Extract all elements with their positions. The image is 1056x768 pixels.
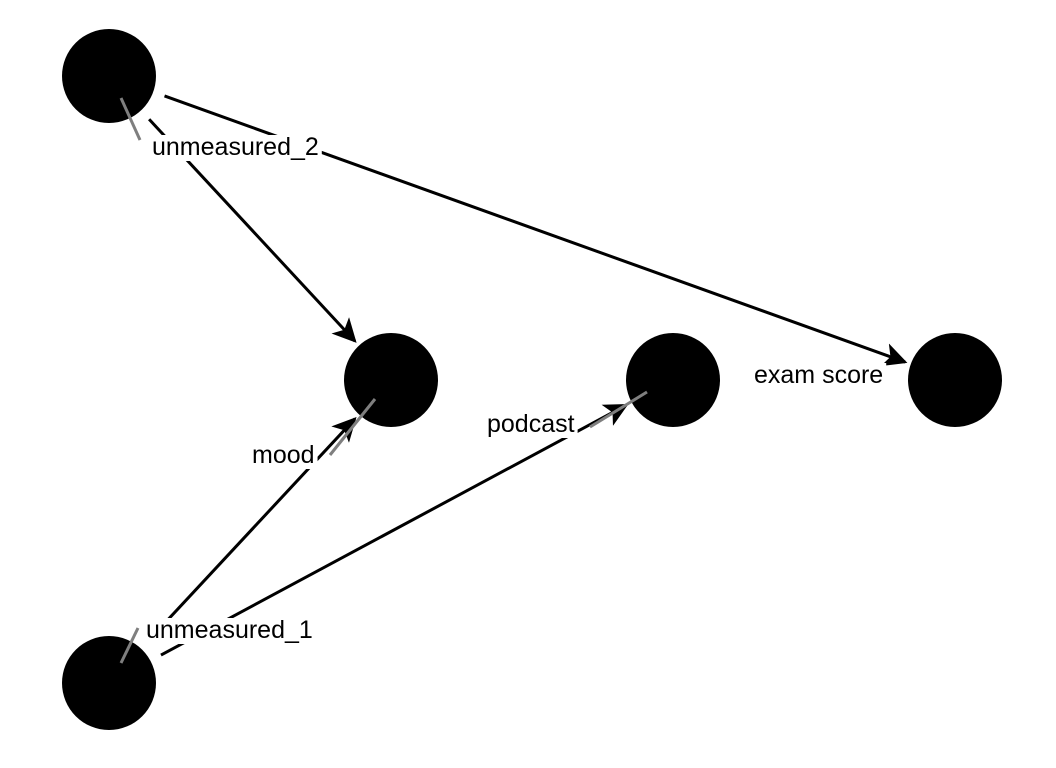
node-label-group-mood: mood: [249, 441, 318, 469]
label-background: [484, 412, 578, 438]
label-background: [149, 135, 322, 161]
label-background: [249, 443, 318, 469]
node-label: exam score: [754, 361, 883, 389]
edge-unmeasured_1-to-podcast: [160, 403, 629, 657]
node-label: podcast: [487, 410, 575, 438]
label-leader-line-podcast: [589, 390, 648, 429]
node-podcast: [626, 333, 720, 427]
label-leader-line-mood: [328, 398, 377, 456]
node-exam_score: [908, 333, 1002, 427]
node-label-group-unmeasured_1: unmeasured_1: [143, 616, 316, 644]
node-unmeasured_2: [62, 29, 156, 123]
label-leader-line-unmeasured_1: [119, 627, 140, 664]
edge-unmeasured_1-to-mood: [148, 417, 357, 641]
node-label: unmeasured_1: [146, 616, 313, 644]
label-background: [751, 363, 887, 389]
label-background: [143, 618, 316, 644]
leaders-layer: [119, 97, 648, 664]
node-label: mood: [252, 441, 315, 469]
node-mood: [344, 333, 438, 427]
node-label-group-exam_score: exam score: [751, 361, 887, 389]
label-leader-line-unmeasured_2: [119, 97, 142, 141]
node-unmeasured_1: [62, 636, 156, 730]
nodes-layer: [62, 29, 1002, 730]
node-label-group-unmeasured_2: unmeasured_2: [149, 133, 322, 161]
node-label-group-podcast: podcast: [484, 410, 578, 438]
node-label: unmeasured_2: [152, 133, 319, 161]
